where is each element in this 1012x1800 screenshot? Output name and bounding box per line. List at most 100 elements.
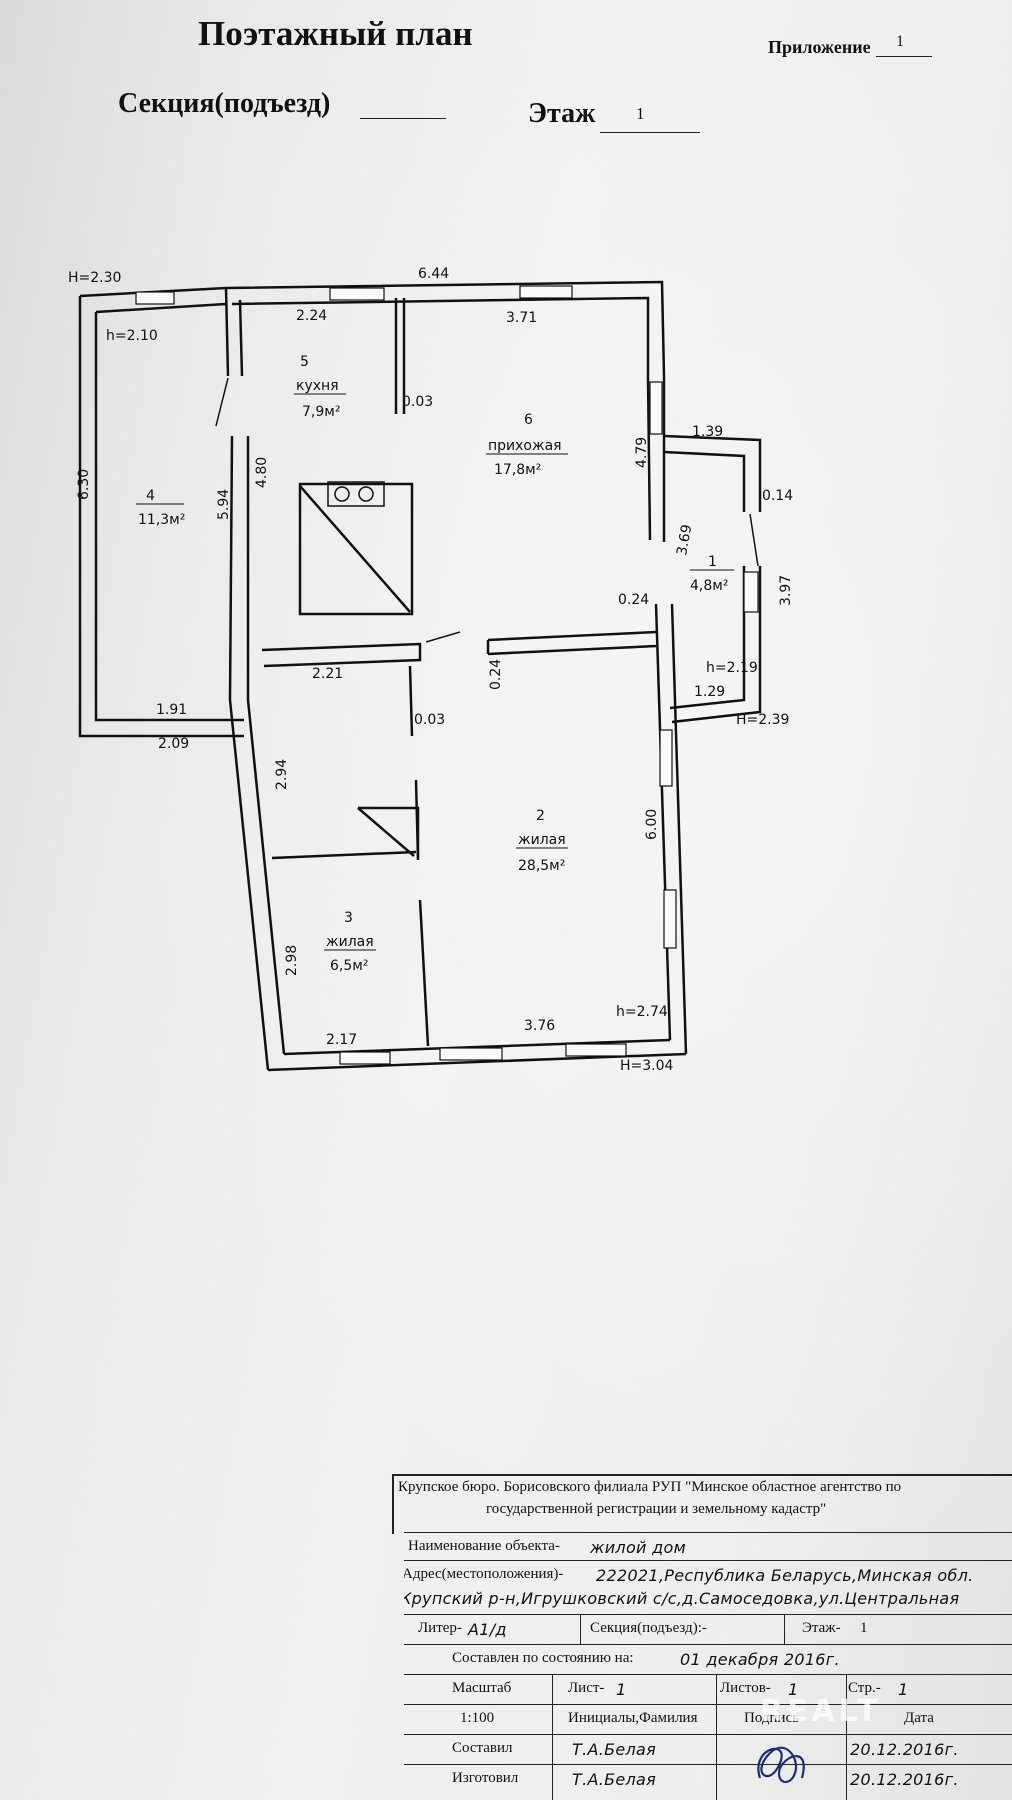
dim-594: 5.94 bbox=[216, 489, 232, 520]
stamp-row-state: Составлен по состоянию на: 01 декабря 20… bbox=[404, 1644, 1012, 1675]
wall-room4-outer bbox=[78, 296, 244, 738]
window-9 bbox=[439, 1047, 503, 1061]
svg-text:6,5м²: 6,5м² bbox=[330, 958, 368, 974]
window-7 bbox=[663, 889, 677, 949]
wall-top bbox=[225, 280, 666, 378]
dim-397: 3.97 bbox=[778, 575, 794, 606]
stove-kitchen bbox=[298, 482, 414, 616]
window-6 bbox=[659, 729, 673, 787]
svg-text:2: 2 bbox=[536, 808, 545, 824]
svg-text:4: 4 bbox=[146, 488, 155, 504]
dim-H-304: H=3.04 bbox=[620, 1058, 674, 1074]
stamp-row-sheet: Масштаб Лист- 1 Листов- 1 Стр.- 1 bbox=[404, 1674, 1012, 1705]
stamp-row-headers: 1:100 Инициалы,Фамилия Подпись Дата bbox=[404, 1704, 1012, 1735]
dim-209: 2.09 bbox=[158, 736, 189, 752]
svg-text:4,8м²: 4,8м² bbox=[690, 578, 728, 594]
wall-room4-inner bbox=[94, 312, 244, 722]
dim-294: 2.94 bbox=[274, 759, 290, 790]
dim-h-219: h=2.19 bbox=[706, 660, 758, 676]
window-3 bbox=[519, 285, 573, 299]
dim-221: 2.21 bbox=[312, 666, 343, 682]
wall-main-left bbox=[228, 435, 286, 1071]
floor-label: Этаж bbox=[528, 98, 596, 129]
stamp-divider bbox=[784, 1614, 785, 1644]
stamp-divider bbox=[580, 1614, 581, 1644]
dim-630: 6.30 bbox=[76, 469, 92, 500]
dim-644: 6.44 bbox=[418, 266, 449, 282]
stamp-row-object: Наименование объекта- жилой дом bbox=[404, 1532, 1012, 1563]
page-title: Поэтажный план bbox=[198, 14, 473, 53]
handwritten-signature bbox=[757, 1746, 805, 1784]
dim-014: 0.14 bbox=[762, 488, 793, 504]
dim-479: 4.79 bbox=[634, 437, 650, 468]
dim-369: 3.69 bbox=[674, 523, 695, 556]
svg-text:прихожая: прихожая bbox=[488, 438, 562, 454]
wall-right-lower bbox=[654, 603, 688, 1055]
section-underline bbox=[360, 118, 446, 119]
window-1 bbox=[135, 291, 175, 305]
stamp-row-compiled: Составил Т.А.Белая 20.12.2016г. bbox=[404, 1734, 1012, 1765]
floor-value: 1 bbox=[636, 104, 645, 123]
stamp-divider bbox=[716, 1674, 717, 1800]
stamp-row-liter: Литер- А1/д Секция(подъезд):- Этаж- 1 bbox=[404, 1614, 1012, 1645]
appendix-label: Приложение bbox=[768, 37, 871, 57]
dim-224: 2.24 bbox=[296, 308, 327, 324]
room-6-label: 6 прихожая 17,8м² bbox=[486, 412, 568, 478]
section-label: Секция(подъезд) bbox=[118, 88, 331, 119]
wall-stub bbox=[408, 665, 414, 737]
dim-024-b: 0.24 bbox=[488, 659, 504, 690]
dim-480: 4.80 bbox=[254, 457, 270, 488]
appendix-underline bbox=[876, 56, 932, 57]
room-2-label: 2 жилая 28,5м² bbox=[516, 808, 568, 874]
dim-H-239: H=2.39 bbox=[736, 712, 789, 728]
dim-217: 2.17 bbox=[326, 1032, 357, 1048]
room-3-label: 3 жилая 6,5м² bbox=[324, 910, 376, 974]
wall-middle-partition bbox=[261, 630, 657, 668]
svg-text:11,3м²: 11,3м² bbox=[138, 512, 185, 528]
room-4-label: 4 11,3м² bbox=[136, 488, 185, 528]
dim-H-230: H=2.30 bbox=[68, 270, 121, 286]
floor-underline bbox=[600, 132, 700, 133]
watermark-logo: REALT bbox=[760, 1694, 882, 1729]
wall-room4-room5 bbox=[224, 287, 244, 377]
wall-right-upper bbox=[646, 376, 666, 542]
dim-003-b: 0.03 bbox=[414, 712, 445, 728]
window-8 bbox=[339, 1051, 391, 1065]
window-5 bbox=[743, 571, 759, 613]
svg-text:7,9м²: 7,9м² bbox=[302, 404, 340, 420]
dim-h-274: h=2.74 bbox=[616, 1004, 668, 1020]
svg-text:3: 3 bbox=[344, 910, 353, 926]
svg-text:6: 6 bbox=[524, 412, 533, 428]
dim-129: 1.29 bbox=[694, 684, 725, 700]
dim-298: 2.98 bbox=[284, 945, 300, 976]
stamp-divider bbox=[846, 1674, 847, 1800]
dim-191: 1.91 bbox=[156, 702, 187, 718]
svg-text:17,8м²: 17,8м² bbox=[494, 462, 541, 478]
stamp-row-made: Изготовил Т.А.Белая 20.12.2016г. bbox=[404, 1764, 1012, 1795]
dim-003-a: 0.03 bbox=[402, 394, 433, 410]
svg-text:28,5м²: 28,5м² bbox=[518, 858, 565, 874]
stove-living bbox=[357, 806, 420, 858]
stamp-divider bbox=[552, 1674, 553, 1800]
wall-kitchen-hall bbox=[394, 298, 406, 414]
window-4 bbox=[649, 381, 663, 435]
dim-600: 6.00 bbox=[644, 809, 660, 840]
svg-text:5: 5 bbox=[300, 354, 309, 370]
dim-139: 1.39 bbox=[692, 424, 723, 440]
window-2 bbox=[329, 287, 385, 301]
svg-text:жилая: жилая bbox=[326, 934, 374, 950]
room-5-label: 5 кухня 7,9м² bbox=[294, 354, 346, 420]
stove-burner-2 bbox=[358, 486, 374, 502]
room-1-label: 1 4,8м² bbox=[690, 554, 734, 594]
svg-text:кухня: кухня bbox=[296, 378, 339, 394]
door-swings bbox=[215, 377, 759, 643]
appendix-value: 1 bbox=[896, 33, 904, 50]
svg-text:жилая: жилая bbox=[518, 832, 566, 848]
svg-text:1: 1 bbox=[708, 554, 717, 570]
dim-371: 3.71 bbox=[506, 310, 537, 326]
window-10 bbox=[565, 1043, 627, 1057]
stamp-frame bbox=[392, 1474, 1012, 1534]
floor-plan-drawing: H=2.30 6.44 2.24 3.71 h=2.10 6.30 5.94 4… bbox=[68, 266, 794, 1074]
stove-burners bbox=[327, 481, 385, 507]
stamp-row-address: Адрес(местоположения)- 222021,Республика… bbox=[404, 1560, 1012, 1613]
